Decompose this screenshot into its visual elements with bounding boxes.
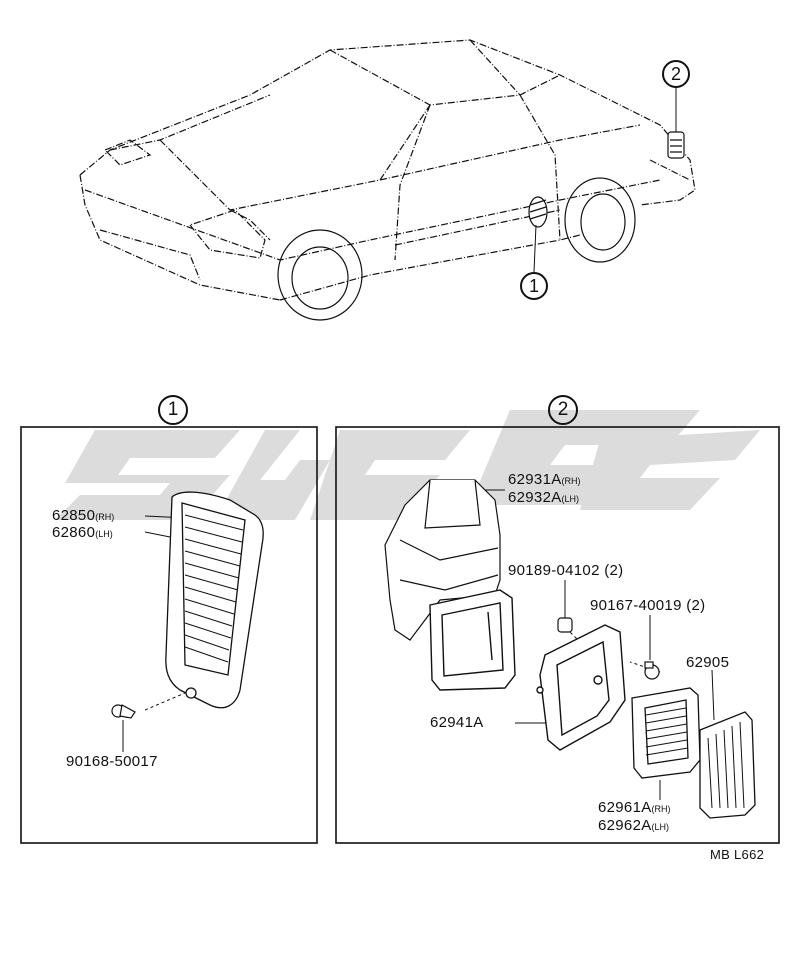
part-number: 62962A [598,817,652,834]
part-label-62941A: 62941A [430,715,484,731]
section1-frame [20,426,318,844]
part-label-90168-50017: 90168-50017 [66,754,158,770]
part-number: 90168-50017 [66,753,158,770]
part-label-62962A: 62962A(LH) [598,818,669,835]
duct-outlet-frame [429,589,516,691]
part-number: 62931A [508,471,562,488]
part-number: 62850 [52,507,96,524]
part-side: (LH) [95,529,113,539]
part-label-62905: 62905 [686,655,729,671]
part-number: 90167-40019 [590,597,682,614]
gasket-62941A [536,624,626,751]
part-label-62860: 62860(LH) [52,525,113,542]
part-number: 62961A [598,799,652,816]
section2-frame [335,426,780,844]
part-label-90189-04102: 90189-04102 (2) [508,563,623,579]
section2-number: 2 [548,395,578,425]
part-number: 62860 [52,524,96,541]
section1-number: 1 [158,395,188,425]
callout-1-car: 1 [520,272,548,300]
car-outline [79,39,696,301]
part-side: (LH) [651,822,670,832]
part-number: 62932A [508,489,562,506]
figure-code: MB L662 [710,847,765,862]
part-side: (RH) [95,512,115,522]
part-number: 62905 [686,654,730,671]
part-side: (LH) [561,494,580,504]
nut-90167 [644,661,660,680]
part-number: 90189-04102 [508,562,600,579]
side-grille-part [165,491,264,709]
wheels [277,177,636,321]
clip-90189 [557,617,573,633]
part-qty: (2) [604,562,624,579]
part-side: (RH) [561,476,581,486]
part-label-62850: 62850(RH) [52,508,114,525]
part-qty: (2) [686,597,706,614]
callout-2-car: 2 [662,60,690,88]
part-number: 62941A [430,714,484,731]
part-label-62931A: 62931A(RH) [508,472,581,489]
grille-62961A [631,687,701,779]
car-intakes [528,131,685,228]
part-label-62932A: 62932A(LH) [508,490,579,507]
duct-62931A [384,479,501,641]
screw-90168 [111,704,136,719]
part-side: (RH) [651,804,671,814]
part-label-90167-40019: 90167-40019 (2) [590,598,705,614]
part-label-62961A: 62961A(RH) [598,800,671,817]
cover-62905 [699,711,756,819]
watermark-logo [55,410,760,520]
